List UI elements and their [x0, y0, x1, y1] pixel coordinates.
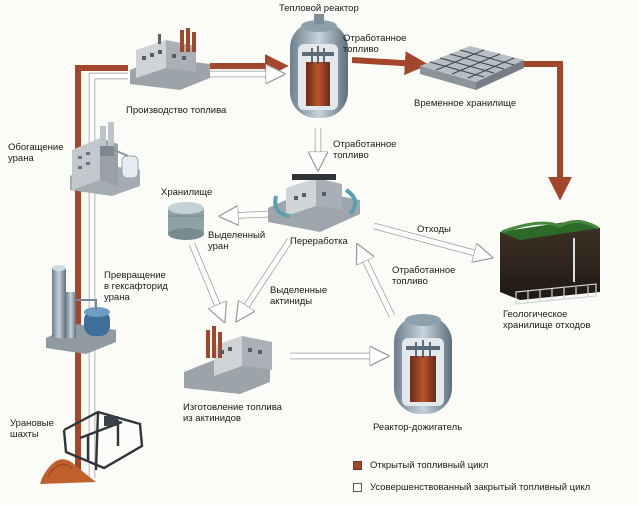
legend-swatch-open	[353, 461, 362, 470]
actinide-fuel-plant-icon	[184, 326, 272, 394]
separated-uranium-label: Выделенный уран	[208, 230, 266, 252]
fuel-production-label: Производство топлива	[126, 105, 227, 116]
open-cycle-line-top2	[351, 51, 429, 76]
reprocessing-label: Переработка	[290, 236, 348, 247]
enrichment-label: Обогащение урана	[8, 142, 64, 164]
temporary-storage-icon	[420, 46, 524, 90]
thermal-reactor-icon	[290, 14, 348, 118]
arrow-storage-to-actinide	[189, 243, 222, 316]
arrow-to-storage	[226, 214, 271, 216]
fuel-production-plant-icon	[130, 28, 210, 90]
uranium-mines-label: Урановые шахты	[10, 418, 54, 440]
thermal-reactor-label: Тепловой реактор	[279, 3, 359, 14]
legend-closed-cycle: Усовершенствованный закрытый топливный ц…	[353, 482, 590, 493]
legend-label-closed: Усовершенствованный закрытый топливный ц…	[370, 482, 591, 493]
geological-repository-icon	[500, 220, 600, 305]
spent-fuel-label-burner: Отработанное топливо	[392, 265, 456, 287]
burner-reactor-icon	[394, 314, 452, 414]
geological-repository-label: Геологическое хранилище отходов	[503, 309, 591, 331]
storage-label: Хранилище	[161, 187, 213, 198]
separated-actinides-label: Выделенные актиниды	[270, 285, 328, 307]
actinide-fuel-label: Изготовление топлива из актинидов	[183, 402, 282, 424]
uranium-mine-icon	[40, 410, 144, 484]
reprocessing-plant-icon	[268, 174, 360, 232]
temp-storage-label: Временное хранилище	[414, 98, 517, 109]
burner-reactor-label: Реактор-дожигатель	[373, 422, 463, 433]
legend-swatch-closed	[353, 483, 362, 492]
open-cycle-line-right	[520, 61, 572, 201]
spent-fuel-label-mid: Отработанное топливо	[333, 139, 397, 161]
conversion-plant-icon	[46, 265, 116, 354]
storage-tank-icon	[168, 202, 204, 240]
open-cycle-path	[75, 51, 572, 478]
enrichment-plant-icon	[70, 122, 140, 196]
arrow-actinides	[240, 238, 293, 316]
arrow-waste	[373, 223, 486, 256]
arrow-burner-to-reprocessing	[360, 250, 395, 318]
spent-fuel-label-top: Отработанное топливо	[343, 33, 407, 55]
legend-open-cycle: Открытый топливный цикл	[353, 460, 488, 471]
waste-label: Отходы	[417, 224, 451, 235]
legend-label-open: Открытый топливный цикл	[370, 460, 489, 471]
conversion-label: Превращение в гексафторид урана	[104, 270, 168, 303]
